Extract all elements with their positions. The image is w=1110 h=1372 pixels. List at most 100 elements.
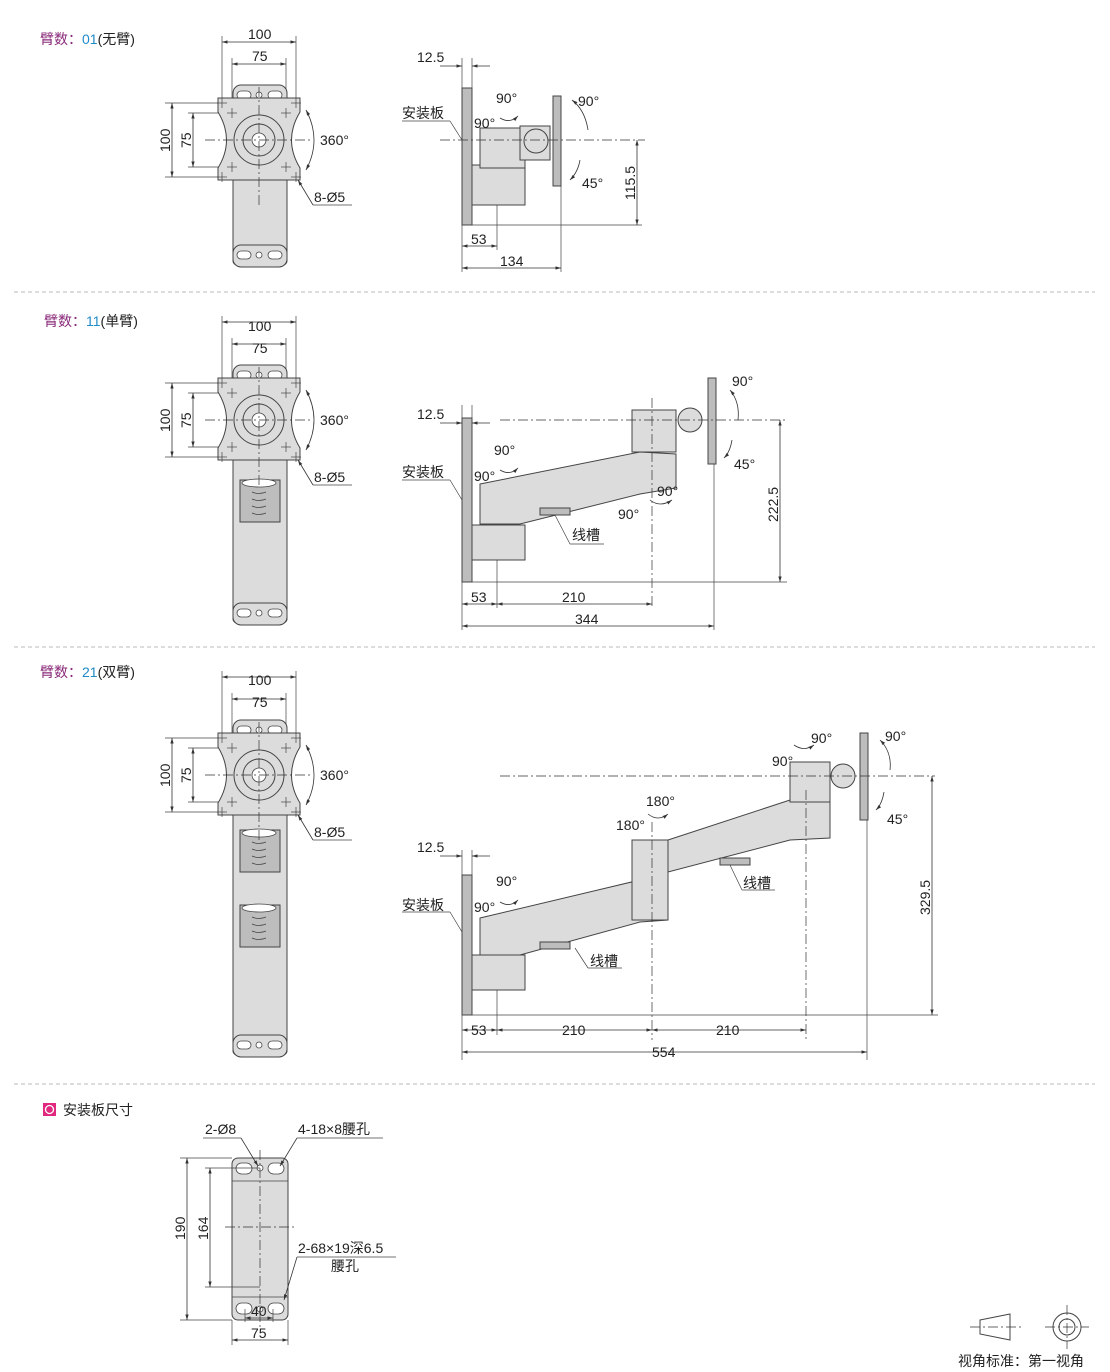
svg-text:360°: 360° [320,767,349,783]
svg-text:2-68×19深6.5: 2-68×19深6.5 [298,1240,383,1256]
svg-text:40: 40 [251,1303,267,1319]
bellows-fold [251,848,267,851]
svg-text:90°: 90° [772,753,793,769]
svg-text:75: 75 [252,694,268,710]
bellows-fold [251,916,267,919]
svg-text:75: 75 [178,412,194,428]
slot-hole [236,250,252,260]
front-view-labels-11: 100 75 100 75 360° 8-Ø5 [157,318,349,485]
svg-text:75: 75 [178,767,194,783]
svg-text:210: 210 [716,1022,740,1038]
svg-text:8-Ø5: 8-Ø5 [314,824,345,840]
svg-text:53: 53 [471,1022,487,1038]
svg-text:90°: 90° [657,483,678,499]
svg-text:134: 134 [500,253,524,269]
svg-text:90°: 90° [732,373,753,389]
svg-text:329.5: 329.5 [917,880,933,915]
svg-text:线槽: 线槽 [572,527,600,543]
svg-text:100: 100 [248,318,272,334]
hole [255,251,263,259]
slot-hole [267,1040,283,1050]
svg-text:360°: 360° [320,132,349,148]
monitor-plate [552,95,562,187]
side-view-21: 12.5 安装板 90°90° 180°180° 90°90° 90°45° 线… [402,728,938,1060]
rotation-arrow [305,389,315,451]
svg-text:75: 75 [251,1325,267,1341]
svg-text:安装板: 安装板 [402,105,444,121]
leader-line [297,814,314,841]
svg-text:90°: 90° [474,115,495,131]
bellows-fold [251,841,267,844]
bellows-fold [251,512,267,515]
side-view-11: 12.5 安装板 90° 90° 90° 90° 90° 45° 线槽 222.5 5… [402,373,787,630]
slot-hole [267,250,283,260]
svg-text:12.5: 12.5 [417,406,444,422]
svg-text:90°: 90° [618,506,639,522]
svg-text:90°: 90° [474,468,495,484]
svg-text:12.5: 12.5 [417,49,444,65]
svg-text:腰孔: 腰孔 [331,1258,359,1274]
leader-line [297,179,314,206]
svg-text:安装板: 安装板 [402,897,444,913]
svg-text:90°: 90° [811,730,832,746]
bellows-fold [251,930,267,933]
svg-text:线槽: 线槽 [590,953,618,969]
svg-text:75: 75 [252,340,268,356]
svg-text:100: 100 [248,672,272,688]
svg-text:210: 210 [562,589,586,605]
svg-text:8-Ø5: 8-Ø5 [314,469,345,485]
bellows-fold [251,498,267,501]
svg-text:53: 53 [471,231,487,247]
hole [255,1041,263,1049]
svg-text:90°: 90° [885,728,906,744]
svg-text:100: 100 [157,763,173,787]
svg-text:8-Ø5: 8-Ø5 [314,189,345,205]
svg-text:164: 164 [195,1216,211,1240]
svg-text:75: 75 [178,132,194,148]
svg-text:53: 53 [471,589,487,605]
svg-text:安装板: 安装板 [402,464,444,480]
leader-line [297,459,314,486]
section-title-01: 臂数：01(无臂) [40,31,135,47]
svg-text:45°: 45° [887,811,908,827]
bellows-ring [241,903,277,913]
rotation-arrow [305,744,315,806]
svg-text:115.5: 115.5 [622,166,638,200]
svg-text:100: 100 [157,128,173,152]
bellows-fold [251,855,267,858]
bellows-fold [251,491,267,494]
svg-text:100: 100 [157,408,173,432]
svg-text:2-Ø8: 2-Ø8 [205,1121,236,1137]
svg-text:安装板尺寸: 安装板尺寸 [63,1102,133,1118]
svg-text:90°: 90° [494,442,515,458]
svg-text:210: 210 [562,1022,586,1038]
svg-text:线槽: 线槽 [743,875,771,891]
svg-text:90°: 90° [496,90,517,106]
svg-text:4-18×8腰孔: 4-18×8腰孔 [298,1121,370,1137]
svg-text:222.5: 222.5 [765,487,781,522]
svg-text:75: 75 [252,48,268,64]
bellows-fold [251,862,267,865]
section-title-21: 臂数：21(双臂) [40,664,135,680]
plate-dimensions-section: 安装板尺寸 2-Ø8 4-18×8腰孔 2-68×19深6.5 腰孔 190 1… [43,1102,396,1345]
base-block [471,164,526,206]
svg-text:344: 344 [575,611,599,627]
first-angle-projection-symbol: 视角标准：第一视角 [958,1305,1089,1369]
svg-text:45°: 45° [582,175,603,191]
hole [255,609,263,617]
svg-text:100: 100 [248,26,272,42]
arm-link [479,127,526,169]
bellows-fold [251,923,267,926]
svg-text:554: 554 [652,1044,676,1060]
slot-hole [267,608,283,618]
wall-plate [461,87,473,226]
bellows-fold [251,937,267,940]
slot-hole [236,1040,252,1050]
svg-text:180°: 180° [616,817,645,833]
svg-text:360°: 360° [320,412,349,428]
svg-text:视角标准：第一视角: 视角标准：第一视角 [958,1353,1084,1369]
svg-text:45°: 45° [734,456,755,472]
front-view-labels-01: 100 75 100 75 360° 8-Ø5 [157,26,349,205]
